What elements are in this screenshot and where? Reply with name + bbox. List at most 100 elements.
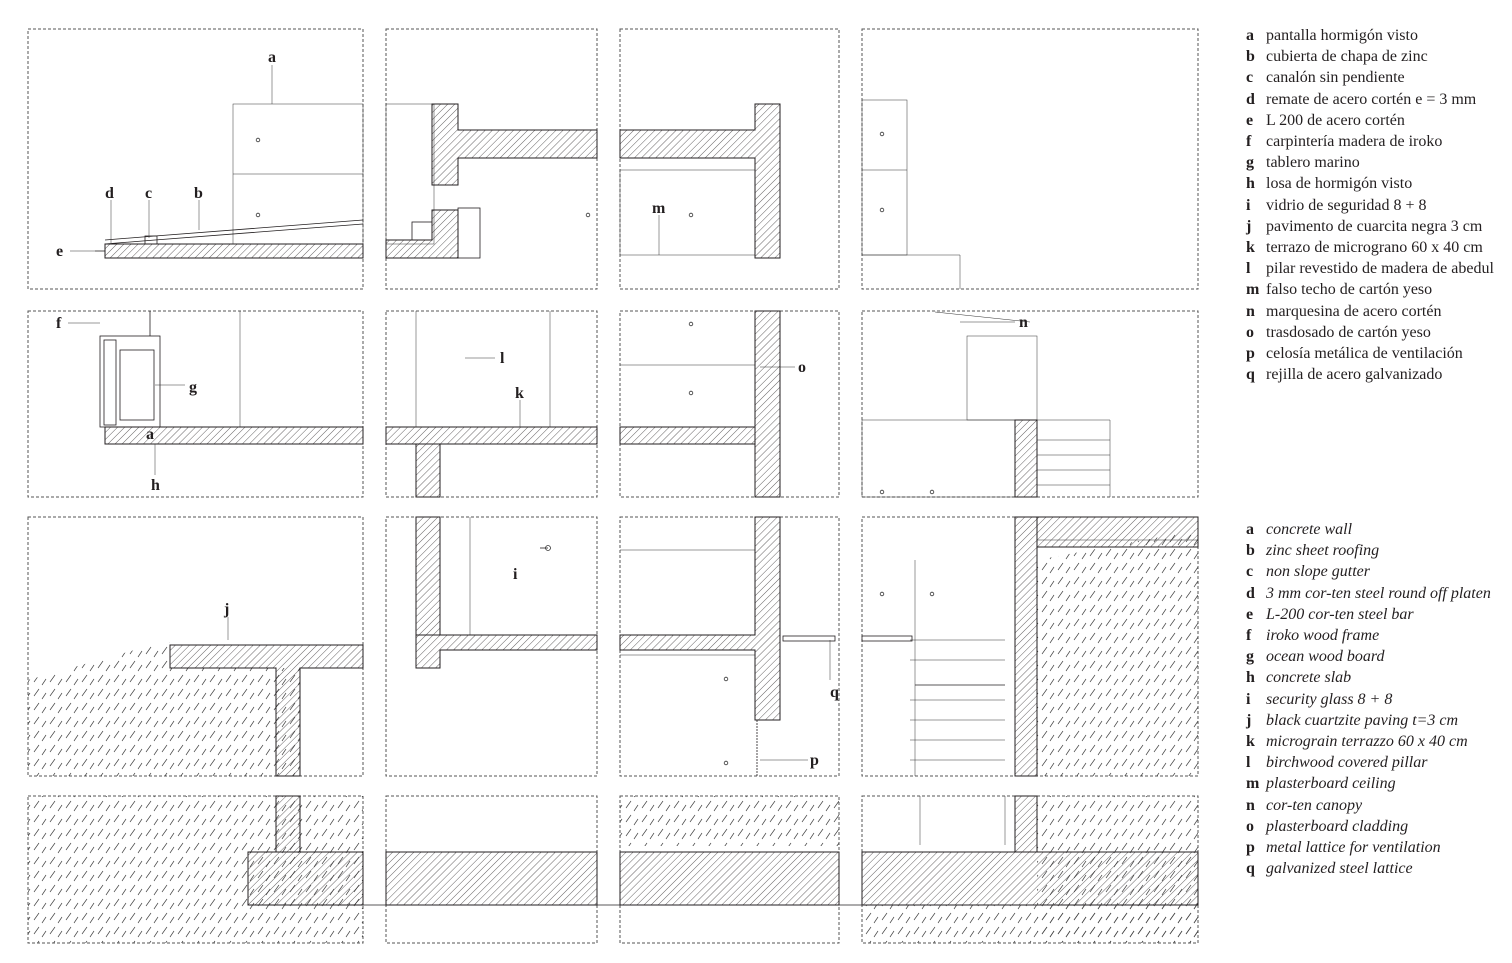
legend-key: j: [1246, 217, 1252, 235]
legend-key: h: [1246, 669, 1255, 687]
callout-i: i: [513, 566, 518, 583]
legend-item: e L-200 cor-ten steel bar: [1246, 604, 1506, 625]
legend-text: canalón sin pendiente: [1266, 69, 1405, 87]
legend-key: n: [1246, 796, 1255, 814]
legend-item: p celosía metálica de ventilación: [1246, 343, 1506, 364]
legend-text: pavimento de cuarcita negra 3 cm: [1266, 217, 1483, 235]
legend-item: d remate de acero cortén e = 3 mm: [1246, 89, 1506, 110]
legend-item: h losa de hormigón visto: [1246, 173, 1506, 194]
legend-key: e: [1246, 111, 1254, 129]
legend-key: o: [1246, 817, 1254, 835]
callout-q: q: [830, 684, 839, 701]
legend-key: p: [1246, 345, 1255, 363]
callout-a: a: [268, 49, 276, 66]
legend-key: m: [1246, 281, 1260, 299]
legend-key: n: [1246, 302, 1255, 320]
legend-text: zinc sheet roofing: [1266, 542, 1380, 560]
legend-key: h: [1246, 175, 1255, 193]
callout-e: e: [56, 243, 63, 260]
legend-text: pantalla hormigón visto: [1266, 27, 1418, 44]
legend-key: a: [1246, 521, 1254, 538]
legend-text: iroko wood frame: [1266, 627, 1380, 645]
legend-text: marquesina de acero cortén: [1266, 302, 1442, 320]
roof-slab-edge: [385, 209, 459, 259]
callout-h: h: [151, 477, 160, 494]
callout-g: g: [189, 379, 197, 396]
legend-item: q galvanized steel lattice: [1246, 858, 1506, 879]
roof-slab: [104, 243, 364, 259]
terrace-slab: [169, 644, 364, 777]
legend-item: f iroko wood frame: [1246, 625, 1506, 646]
legend-item: d 3 mm cor-ten steel round off platen: [1246, 583, 1506, 604]
callout-j: j: [223, 601, 229, 618]
legend-text: birchwood covered pillar: [1266, 754, 1428, 772]
legend-item: m falso techo de cartón yeso: [1246, 279, 1506, 300]
legend-key: e: [1246, 605, 1254, 623]
concrete-structure: [104, 103, 1199, 906]
legend-key: l: [1246, 754, 1251, 772]
legend-text: terrazo de micrograno 60 x 40 cm: [1266, 239, 1483, 257]
legend-key: k: [1246, 733, 1255, 751]
legend-item: n marquesina de acero cortén: [1246, 301, 1506, 322]
legend-text: L-200 cor-ten steel bar: [1266, 605, 1414, 623]
callout-a-slab: a: [146, 426, 154, 443]
legend-key: c: [1246, 69, 1254, 87]
legend-text: plasterboard cladding: [1266, 817, 1409, 835]
legend-text: falso techo de cartón yeso: [1266, 281, 1433, 299]
legend-text: remate de acero cortén e = 3 mm: [1266, 90, 1477, 108]
legend-text: pilar revestido de madera de abedul: [1266, 260, 1494, 278]
legend-item: c canalón sin pendiente: [1246, 67, 1506, 88]
legend-item: b cubierta de chapa de zinc: [1246, 46, 1506, 67]
legend-key: g: [1246, 648, 1254, 666]
legend-text: plasterboard ceiling: [1266, 775, 1396, 793]
legend-text: concrete wall: [1266, 521, 1353, 538]
legend-text: losa de hormigón visto: [1266, 175, 1413, 193]
callout-l: l: [500, 350, 505, 367]
legend-key: d: [1246, 90, 1255, 108]
legend-text: galvanized steel lattice: [1266, 860, 1413, 878]
legend-text: 3 mm cor-ten steel round off platen: [1266, 584, 1491, 602]
legend-text: micrograin terrazzo 60 x 40 cm: [1266, 733, 1468, 751]
legend-key: f: [1246, 133, 1252, 151]
roof-details: [95, 207, 913, 776]
upper-wall-right: [619, 103, 781, 259]
legend-text: rejilla de acero galvanizado: [1266, 366, 1443, 384]
legend-key: m: [1246, 775, 1260, 793]
legend-item: j pavimento de cuarcita negra 3 cm: [1246, 216, 1506, 237]
legend-item: l pilar revestido de madera de abedul: [1246, 258, 1506, 279]
legend-key: f: [1246, 627, 1252, 645]
legend-key: d: [1246, 584, 1255, 602]
legend-text: security glass 8 + 8: [1266, 690, 1393, 708]
legend-key: g: [1246, 154, 1254, 172]
anchor-dots: [255, 131, 935, 766]
callout-c: c: [145, 185, 152, 202]
legend-item: o plasterboard cladding: [1246, 816, 1506, 837]
legend-key: p: [1246, 839, 1255, 857]
legend-key: l: [1246, 260, 1251, 278]
legend-text: cubierta de chapa de zinc: [1266, 48, 1428, 66]
callout-n: n: [1019, 314, 1028, 331]
callout-d: d: [105, 185, 114, 202]
callout-b: b: [194, 185, 203, 202]
legend-text: celosía metálica de ventilación: [1266, 345, 1463, 363]
legend-key: q: [1246, 860, 1255, 878]
legend-item: k micrograin terrazzo 60 x 40 cm: [1246, 731, 1506, 752]
callout-f: f: [56, 315, 62, 332]
callout-k: k: [515, 385, 524, 402]
legend-key: b: [1246, 48, 1255, 66]
leader-lines: [68, 65, 1015, 761]
legend-item: m plasterboard ceiling: [1246, 773, 1506, 794]
